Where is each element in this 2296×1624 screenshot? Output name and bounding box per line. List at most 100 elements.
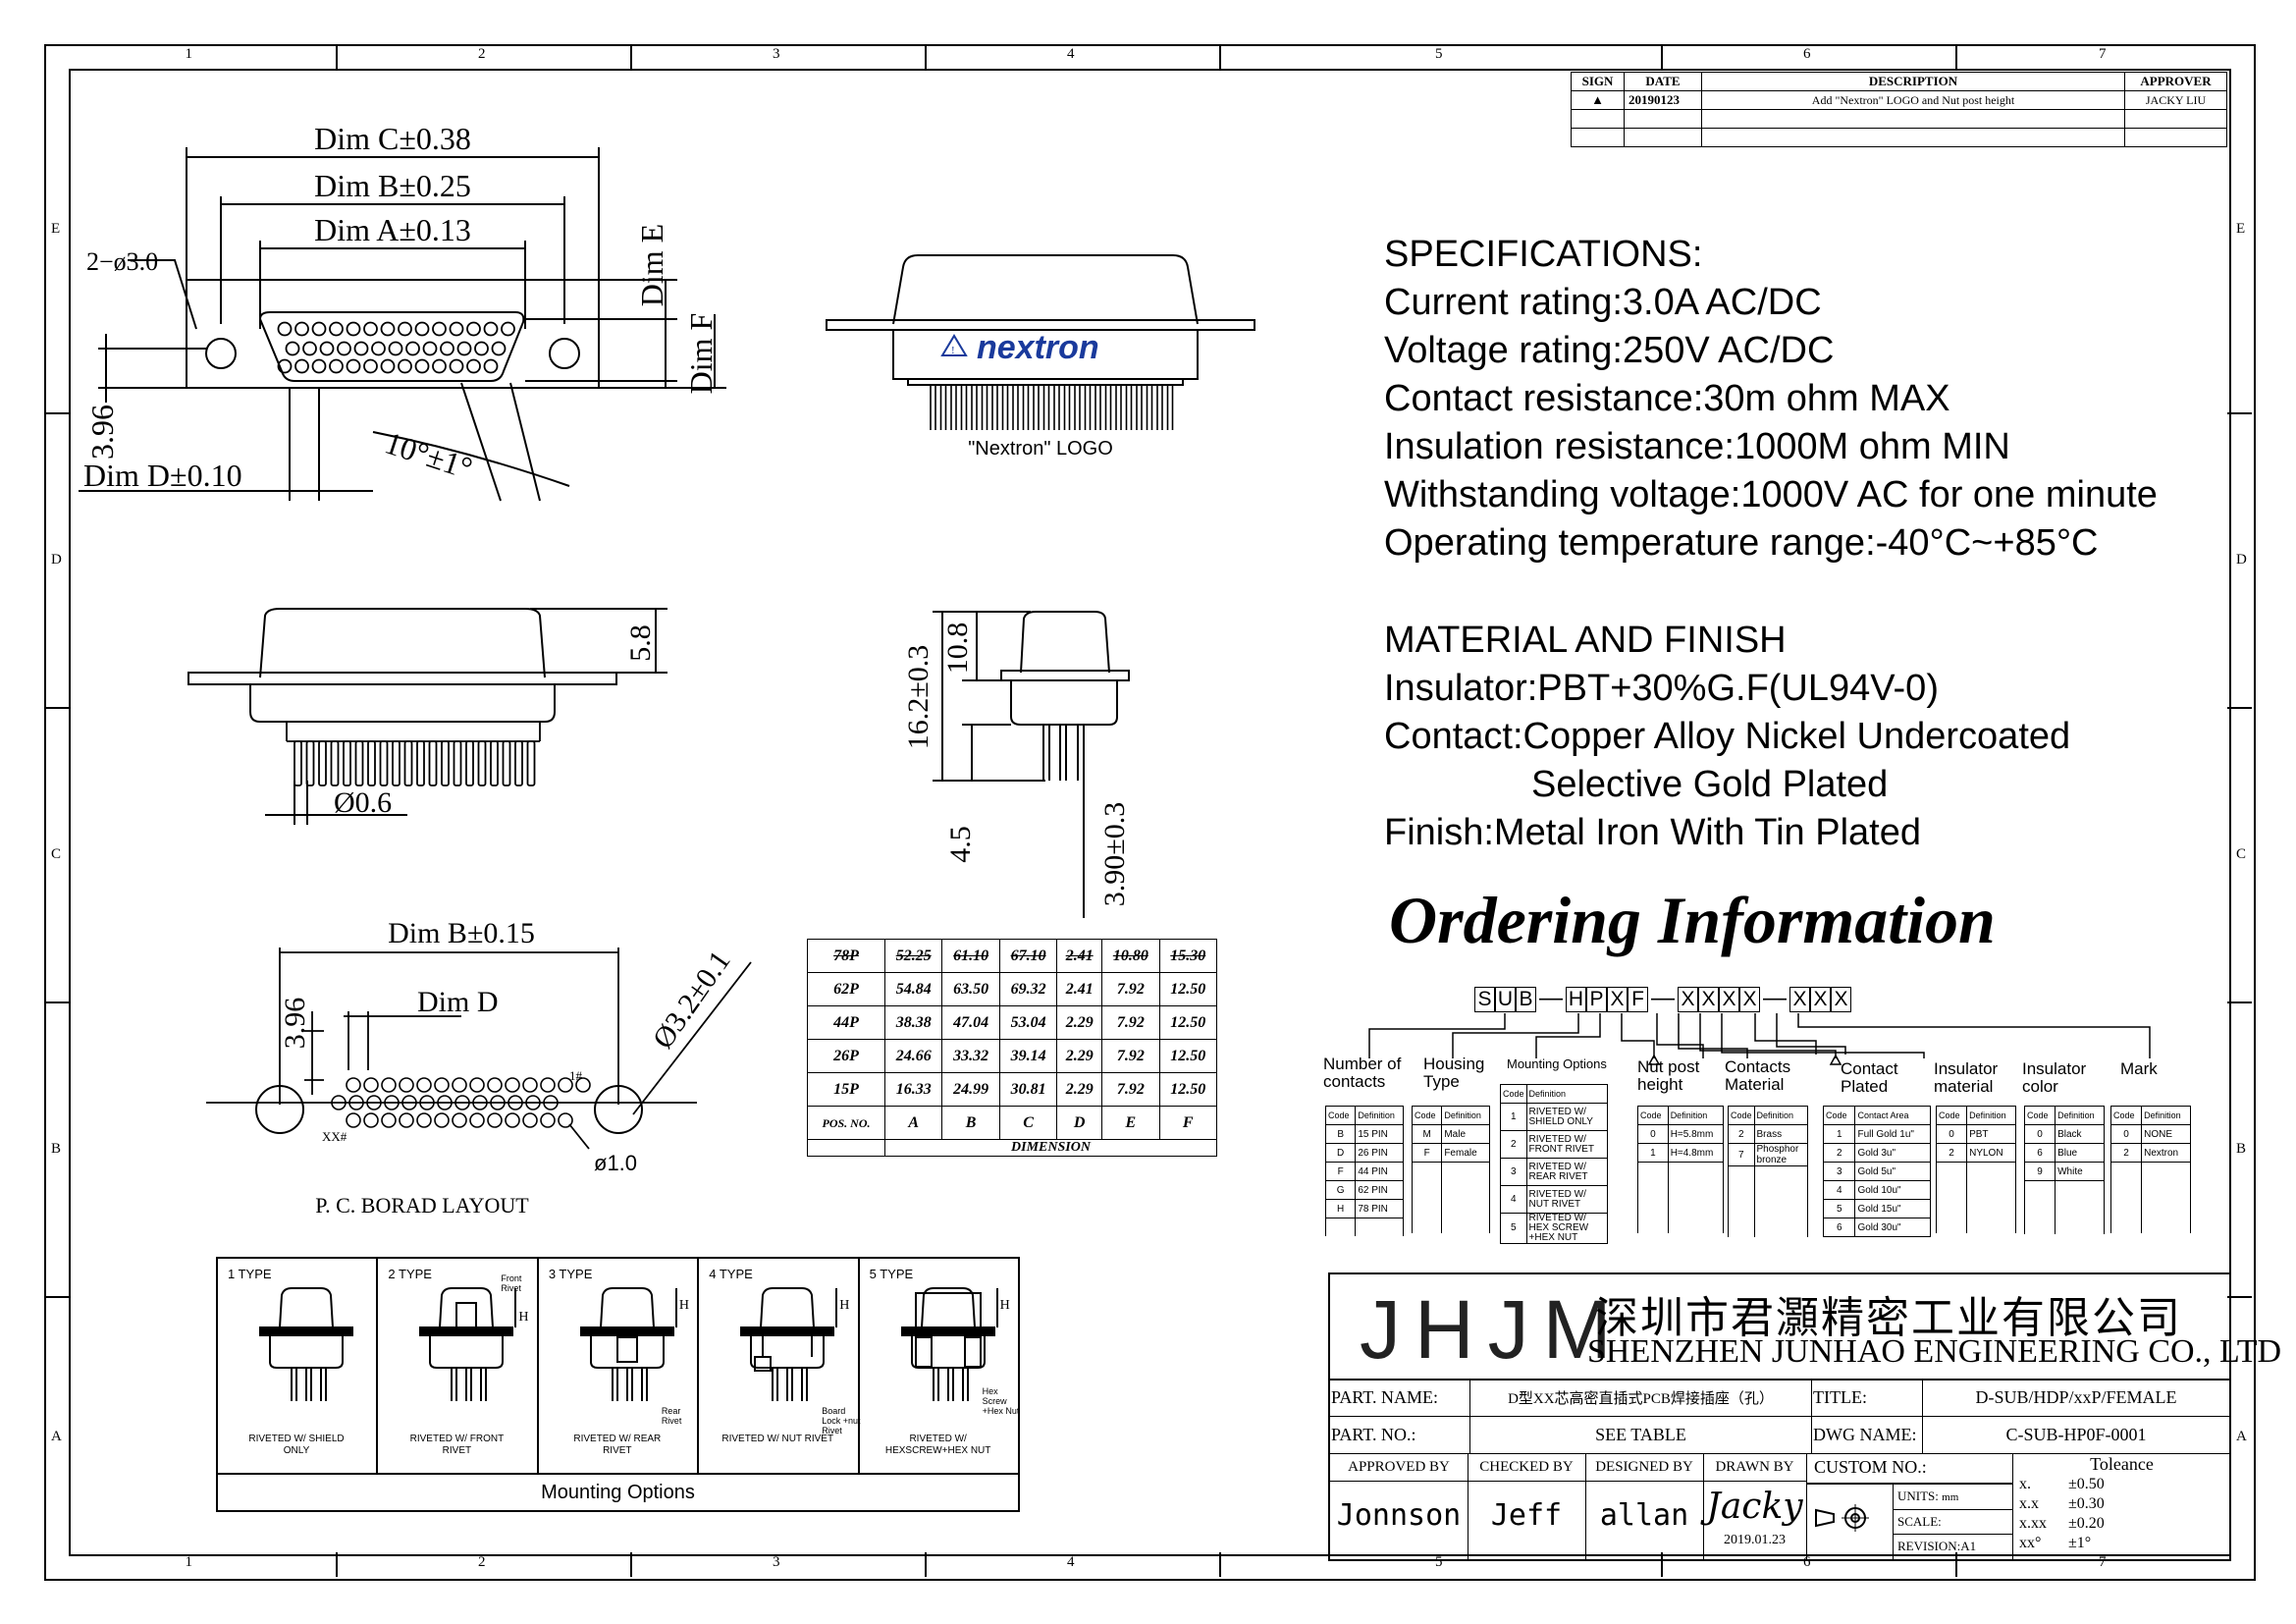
spec-line-1: Voltage rating:250V AC/DC [1384,330,1835,371]
designed-label: DESIGNED BY [1585,1453,1703,1482]
code-box-a-1: U [1495,987,1516,1012]
dim-a-label: Dim A±0.13 [314,212,471,247]
zone-row-C-left: C [51,846,62,862]
dim-cell: 33.32 [941,1039,1000,1073]
dim-header-c: C [998,1106,1058,1140]
rev-sign: ▲ [1571,90,1625,110]
svg-text:!: ! [951,345,955,356]
projection-icon [1814,1500,1873,1541]
code-box-a-0: S [1474,987,1495,1012]
dwg-name-value: C-SUB-HP0F-0001 [1922,1416,2229,1454]
dim-d-label: Dim D±0.10 [83,458,242,493]
zone-col-7-top: 7 [2099,46,2107,62]
connector-icon [579,1287,677,1401]
mounting-callout: Rear Rivet [661,1406,682,1426]
company-name-cn: 深圳市君灝精密工业有限公司 [1595,1293,2182,1343]
code-box-b-3: F [1628,987,1648,1012]
pcb-396-label: 3.96 [279,998,311,1050]
dim-cell: 44P [807,1005,885,1040]
custom-no-label: CUSTOM NO.: [1814,1457,1927,1477]
rev-header-description: DESCRIPTION [1701,72,2125,91]
dim-header-f: F [1158,1106,1218,1140]
dim-c-label: Dim C±0.38 [314,121,471,156]
code-box-b-1: P [1586,987,1607,1012]
dim-f-label: Dim F [683,313,719,395]
title-block: JHJM 深圳市君灝精密工业有限公司 SHENZHEN JUNHAO ENGIN… [1328,1272,2281,1561]
label-nutpost: Nut post height [1637,1057,1700,1094]
dim-108-label: 10.8 [941,623,974,675]
pcb-layout-drawing: Dim B±0.15 3.96 Dim D Ø3.2±0.1 1# XX# ø1… [206,917,752,1218]
dim-cell: 24.99 [941,1072,1000,1107]
spec-line-0: Current rating:3.0A AC/DC [1384,282,1822,323]
code-dash-2: — [1651,985,1675,1011]
hole-note-label: 2−ø3.0 [86,247,158,276]
mounting-caption: RIVETED W/ FRONT RIVET [409,1434,505,1456]
mounting-type-label: 1 TYPE [228,1267,272,1281]
inner-border [69,69,2231,1556]
connector-icon [419,1287,517,1401]
code-box-a-2: B [1516,987,1536,1012]
dim-header-b: B [941,1106,1000,1140]
rev-header-date: DATE [1624,72,1702,91]
revision-label: REVISION:A1 [1897,1539,1977,1553]
dim-cell: 67.10 [998,939,1058,973]
mounting-callout: Front Rivet [501,1273,522,1293]
zone-col-1-bottom: 1 [185,1554,193,1570]
warning-triangle-icon: ! [940,334,968,356]
height-h-label: H [839,1298,850,1313]
connector-icon [740,1287,838,1401]
label-inscolor: Insulator color [2022,1059,2087,1096]
dim-cell: 12.50 [1158,1039,1218,1073]
dim-cell: 62P [807,972,885,1006]
dim-header-d: D [1056,1106,1103,1140]
logo-view-drawing: ! nextron "Nextron" LOGO [826,254,1255,460]
dim-cell: 53.04 [998,1005,1058,1040]
code-dash-3: — [1763,985,1787,1011]
designed-value: allan [1599,1498,1689,1533]
zone-row-B-right: B [2236,1141,2247,1157]
rev-description: Add "Nextron" LOGO and Nut post height [1701,90,2125,110]
code-box-c-1: X [1698,987,1719,1012]
mounting-callout: Board Lock +nut Rivet [822,1406,861,1435]
tolerance-title: Toleance [2090,1454,2154,1474]
dim-390-label: 3.90±0.3 [1098,802,1131,906]
dim-cell: 7.92 [1101,972,1160,1006]
zone-col-6-top: 6 [1803,46,1811,62]
rev-date: 20190123 [1624,90,1702,110]
label-housing: Housing Type [1423,1055,1485,1091]
dim-cell: 54.84 [883,972,943,1006]
zone-col-6-bottom: 6 [1803,1554,1811,1570]
dim-cell: 12.50 [1158,972,1218,1006]
zone-col-7-bottom: 7 [2099,1554,2107,1570]
dim-cell: 30.81 [998,1072,1058,1107]
code-box-c-3: X [1739,987,1760,1012]
title-label: TITLE: [1811,1379,1923,1417]
part-no-value: SEE TABLE [1469,1416,1812,1454]
side-view-drawing: 5.8 Ø0.6 [187,608,667,825]
ordering-leaders [1368,1013,2151,1065]
dwg-name-label: DWG NAME: [1811,1416,1923,1454]
pcb-dim-b-label: Dim B±0.15 [388,917,535,949]
dim-cell: 2.41 [1056,972,1103,1006]
checked-value: Jeff [1490,1498,1563,1533]
zone-row-A-right: A [2236,1429,2247,1444]
